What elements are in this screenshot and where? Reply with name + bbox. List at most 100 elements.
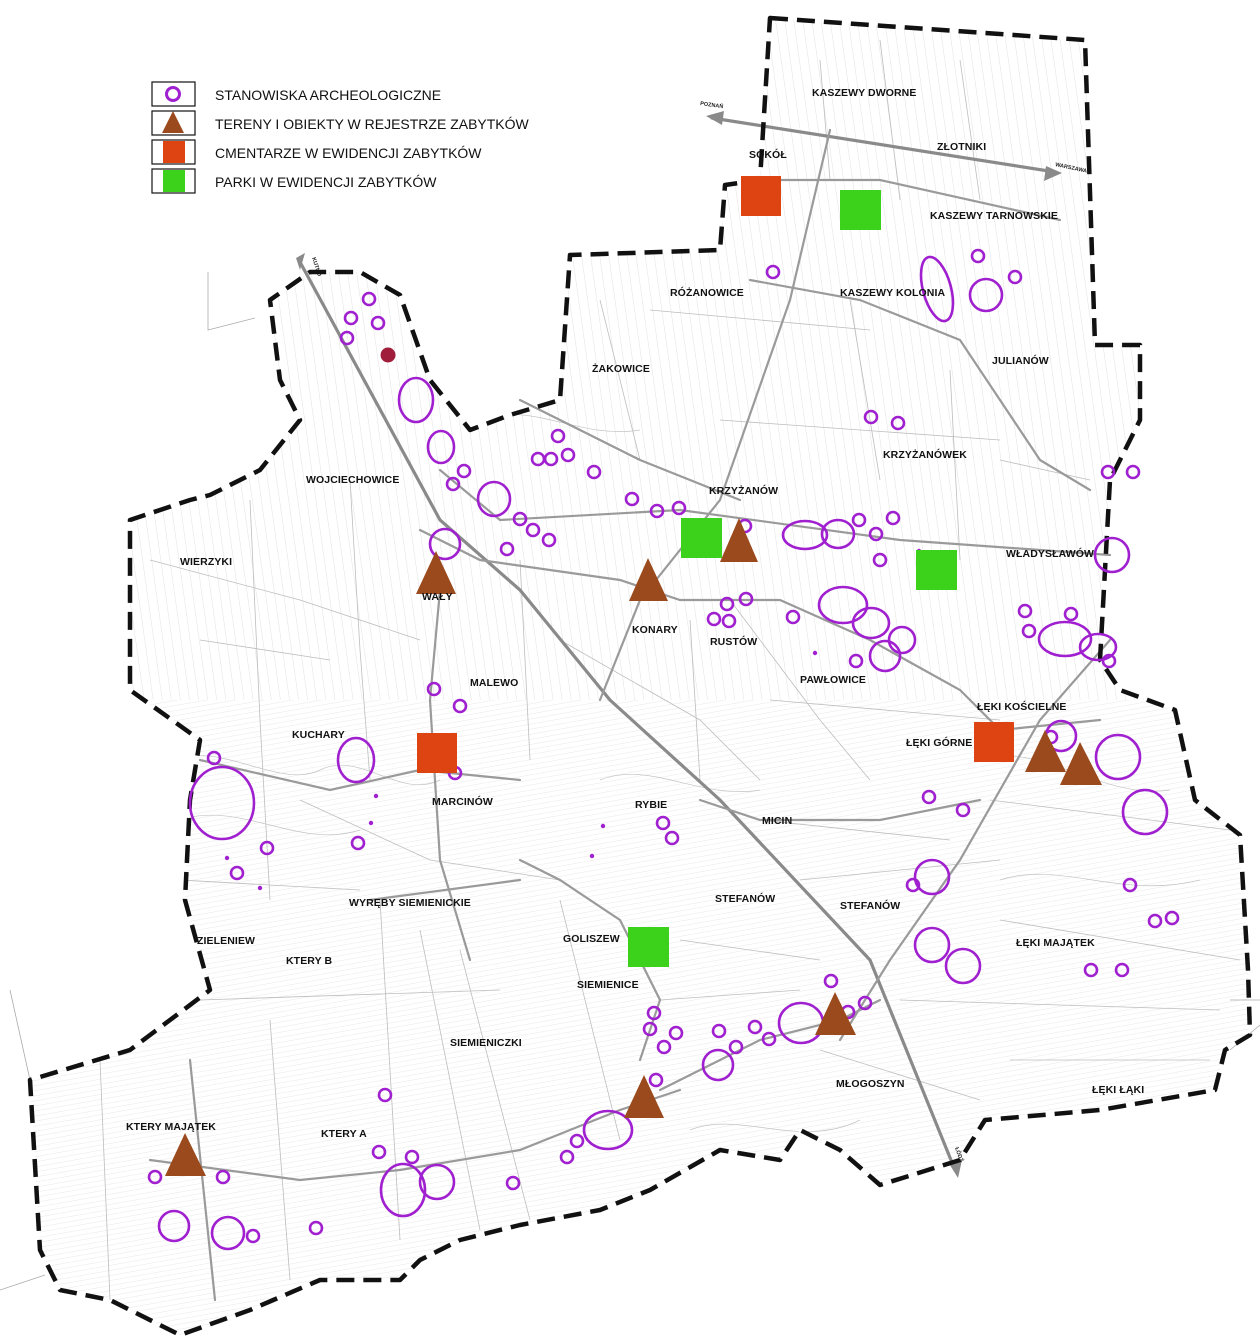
archaeological-sites (147, 248, 1180, 1251)
archaeological-site-ring (370, 315, 386, 331)
place-label: WYRĘBY SIEMIENICKIE (349, 897, 471, 909)
archaeological-site-ring (350, 835, 366, 851)
archaeological-site-ring (738, 591, 754, 607)
red-square-icon (163, 141, 185, 163)
archaeological-site-ring (863, 409, 879, 425)
archaeological-site-ring (955, 802, 971, 818)
archaeological-site-ring (968, 277, 1004, 313)
archaeological-site-ring (541, 532, 557, 548)
archaeological-site-ring (445, 476, 461, 492)
archaeological-site-ring (560, 447, 576, 463)
place-label: KASZEWY TARNOWSKIE (930, 210, 1058, 222)
archaeological-point (373, 793, 379, 799)
archaeological-site-area (1078, 632, 1118, 662)
archaeological-site-ring (913, 926, 951, 964)
place-label: KTERY A (321, 1128, 367, 1140)
place-label: JULIANÓW (992, 354, 1049, 367)
archaeological-site-ring (361, 291, 377, 307)
archaeological-site-ring (525, 522, 541, 538)
place-label: ŁĘKI MAJĄTEK (1016, 937, 1095, 949)
archaeological-site-ring (1114, 962, 1130, 978)
map-legend: STANOWISKA ARCHEOLOGICZNE TERENY I OBIEK… (151, 81, 530, 194)
archaeological-site-ring (970, 248, 986, 264)
archaeological-site-ring (1147, 913, 1163, 929)
archaeological-site-ring (428, 527, 462, 561)
archaeological-site-area (476, 480, 512, 518)
archaeological-site-area (851, 606, 891, 640)
archaeological-site-ring (721, 613, 737, 629)
archaeological-site-ring (655, 815, 671, 831)
archaeological-site-ring (648, 1072, 664, 1088)
archaeological-site-ring (664, 830, 680, 846)
place-label: ŁĘKI ŁĄKI (1092, 1084, 1144, 1096)
archaeological-site-area (919, 255, 955, 323)
road-label-poznan: POZNAŃ (700, 99, 724, 110)
archaeological-site-ring (701, 1048, 735, 1082)
archaeological-site-ring (1101, 653, 1117, 669)
archaeological-site-ring (656, 1039, 672, 1055)
place-label: KRZYŻANÓW (709, 484, 778, 497)
archaeological-site-ring (921, 789, 937, 805)
place-label: WIERZYKI (180, 556, 232, 568)
archaeological-site-area (397, 376, 435, 424)
place-label: WAŁY (422, 591, 453, 603)
archaeological-site-ring (905, 877, 921, 893)
legend-swatch-box (151, 81, 196, 107)
archaeological-site-ring (1164, 910, 1180, 926)
archaeological-site-ring (1100, 464, 1116, 480)
archaeological-point (589, 853, 595, 859)
legend-item: CMENTARZE W EWIDENCJI ZABYTKÓW (151, 139, 482, 165)
archaeological-site-ring (887, 625, 917, 655)
place-label: MALEWO (470, 677, 518, 689)
place-label: KONARY (632, 624, 678, 636)
archaeological-site-ring (229, 865, 245, 881)
archaeological-site-ring (426, 681, 442, 697)
municipality-boundary (27, 15, 1253, 1338)
place-label: SIEMIENICZKI (450, 1037, 522, 1049)
archaeological-site-ring (1007, 269, 1023, 285)
park-square (681, 518, 722, 558)
archaeological-site-ring (868, 639, 902, 673)
place-labels: KASZEWY DWORNE ZŁOTNIKI SOKÓŁ KASZEWY TA… (126, 87, 1144, 1140)
archaeological-site-ring (586, 464, 602, 480)
place-label: KASZEWY DWORNE (812, 87, 916, 99)
archaeological-site-ring (649, 503, 665, 519)
cemetery-square (741, 176, 781, 216)
legend-label: STANOWISKA ARCHEOLOGICZNE (215, 87, 441, 103)
archaeological-site-ring (851, 512, 867, 528)
archaeological-site-ring (913, 858, 951, 896)
archaeological-site-ring (569, 1133, 585, 1149)
archaeological-site-ring (642, 1021, 658, 1037)
register-triangle (1025, 730, 1066, 772)
park-square (916, 550, 957, 590)
place-label: GOLISZEW (563, 933, 620, 945)
archaeological-site-ring (550, 428, 566, 444)
place-label: KTERY MAJĄTEK (126, 1121, 216, 1133)
archaeological-point (368, 820, 374, 826)
place-label: RUSTÓW (710, 635, 757, 648)
archaeological-site-ring (668, 1025, 684, 1041)
legend-label: CMENTARZE W EWIDENCJI ZABYTKÓW (215, 145, 482, 161)
triangle-icon (162, 111, 184, 133)
legend-item: PARKI W EWIDENCJI ZABYTKÓW (151, 168, 437, 194)
archaeological-site-ring (559, 1149, 575, 1165)
place-label: KRZYŻANÓWEK (883, 448, 967, 461)
register-triangle (1060, 742, 1102, 785)
archaeological-point-filled (380, 347, 396, 363)
place-label: STEFANÓW (715, 892, 775, 905)
archaeological-point (224, 855, 230, 861)
archaeological-site-ring (499, 541, 515, 557)
register-objects (165, 518, 1102, 1176)
place-label: SIEMIENICE (577, 979, 639, 991)
place-label: RYBIE (635, 799, 667, 811)
place-label: ZIELENIEW (197, 935, 255, 947)
place-label: ŻAKOWICE (592, 362, 650, 375)
place-label: ŁĘKI KOŚCIELNE (977, 700, 1067, 713)
archaeological-site-ring (890, 415, 906, 431)
archaeological-site-area (582, 1109, 634, 1151)
archaeological-point (600, 823, 606, 829)
archaeological-site-ring (747, 1019, 763, 1035)
archaeological-site-ring (512, 511, 528, 527)
archaeological-site-ring (868, 526, 884, 542)
cemetery-square (417, 733, 457, 773)
